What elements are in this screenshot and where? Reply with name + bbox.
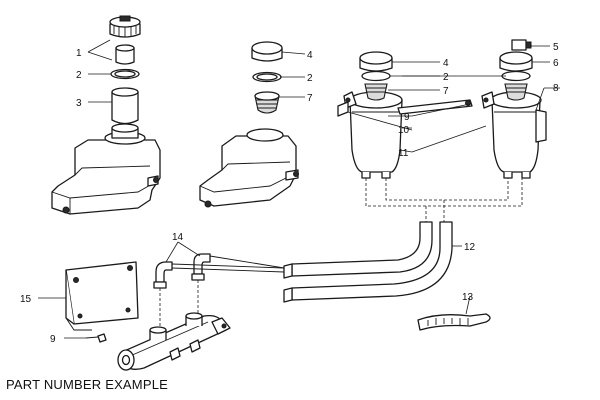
seal-ring-a — [110, 68, 140, 80]
connection-lines — [365, 178, 523, 222]
hose-clip — [417, 313, 491, 331]
hose-upper-short — [283, 263, 293, 279]
callout-8: 8 — [553, 83, 559, 94]
filler-cap-a — [109, 15, 141, 65]
strainer-b — [254, 91, 280, 114]
callout-12: 12 — [464, 242, 476, 253]
callout-3: 3 — [76, 98, 82, 109]
reservoir-b — [199, 128, 299, 208]
bolt — [85, 333, 107, 343]
filler-cap-c — [359, 51, 393, 72]
leader-lines — [38, 39, 560, 339]
callout-7-middle: 7 — [307, 93, 313, 104]
seal-ring-b — [252, 71, 282, 83]
elbow-connector-b — [191, 253, 211, 281]
callout-6: 6 — [553, 58, 559, 69]
callout-11: 11 — [398, 148, 409, 159]
master-cylinder — [117, 312, 231, 371]
reservoir-c — [343, 91, 403, 179]
strainer-d — [504, 83, 528, 101]
reservoir-a — [51, 123, 161, 215]
seal-ring-c — [361, 70, 391, 82]
strainer-a — [111, 87, 139, 125]
callout-15: 15 — [20, 294, 32, 305]
filler-cap-b — [251, 41, 283, 62]
filler-cap-d — [499, 51, 533, 72]
callout-4-middle: 4 — [307, 50, 313, 61]
callout-2-middle: 2 — [307, 73, 313, 84]
callout-numbers: 1 2 3 4 2 7 4 2 7 5 6 8 9 10 11 12 13 14… — [20, 42, 559, 345]
callout-9-lower: 9 — [50, 334, 56, 345]
strainer-c — [364, 83, 388, 101]
callout-1: 1 — [76, 48, 82, 59]
seal-ring-d — [501, 70, 531, 82]
hose-lower-short — [283, 287, 293, 303]
hose-lower — [291, 221, 453, 301]
reservoir-d — [481, 91, 547, 179]
callout-4-right: 4 — [443, 58, 449, 69]
feed-lines — [159, 255, 285, 330]
callout-2-right: 2 — [443, 72, 449, 83]
callout-14: 14 — [172, 232, 184, 243]
callout-7-right: 7 — [443, 86, 449, 97]
hose-upper — [291, 221, 433, 277]
caption-text: PART NUMBER EXAMPLE — [6, 377, 169, 392]
elbow-connector-a — [153, 261, 173, 289]
callout-2-left: 2 — [76, 70, 82, 81]
callout-13: 13 — [462, 292, 474, 303]
mounting-plate — [65, 261, 139, 331]
callout-9-upper: 9 — [404, 112, 410, 123]
callout-5: 5 — [553, 42, 559, 53]
level-sensor — [511, 39, 532, 51]
callout-10: 10 — [398, 125, 410, 136]
